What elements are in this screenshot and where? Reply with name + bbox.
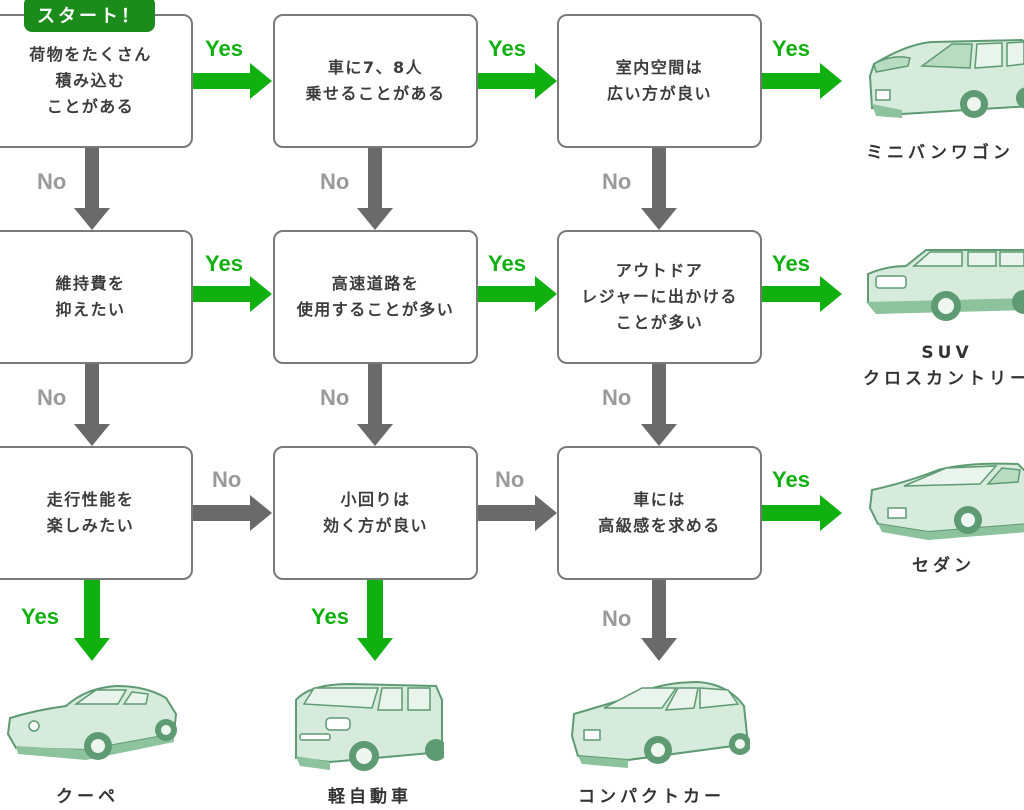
arrow-q9-no-compact [641,580,677,661]
question-box-q6: アウトドア レジャーに出かける ことが多い [557,230,762,364]
kei-car-icon [295,682,444,771]
question-text-line: ことがある [46,97,135,116]
arrow-q5-yes-q6 [478,276,557,312]
arrow-q6-yes-suv [762,276,842,312]
arrow-q3-no-q6 [641,148,677,230]
arrow-q6-no-q9 [641,364,677,446]
arrow-q1-yes-q2 [193,63,272,99]
arrow-q2-no-q5 [357,148,393,230]
result-text: SUV [921,343,973,363]
question-text-line: 高速道路を [331,274,420,293]
label-q3-yes: Yes [772,36,810,61]
arrow-q7-no-q8 [193,495,272,531]
question-text-line: 小回りは [340,490,411,509]
question-text-line: 乗せることがある [305,84,446,103]
label-q8-no: No [495,467,525,492]
question-text-line: アウトドア [615,261,704,280]
question-text-line: 抑えたい [55,300,126,319]
start-badge: スタート！ [24,0,155,32]
question-text-line: 使用することが多い [296,300,455,319]
question-text-line: 高級感を求める [598,516,721,535]
question-box-q5: 高速道路を 使用することが多い [273,230,478,364]
result-label-compact: コンパクトカー [578,784,725,810]
arrow-q7-yes-coupe [74,580,110,661]
result-label-coupe: クーペ [56,784,119,810]
question-text-line: 維持費を [55,274,126,293]
question-text-line: 効く方が良い [322,516,428,535]
label-q7-no: No [212,467,242,492]
label-q9-no: No [602,606,632,631]
arrow-q5-no-q8 [357,364,393,446]
question-text-line: 車に7、8人 [327,58,424,77]
result-text: 軽自動車 [328,787,412,807]
result-text: セダン [912,556,975,576]
question-text-line: 楽しみたい [46,516,135,535]
label-q3-no: No [602,169,632,194]
label-q2-no: No [320,169,350,194]
arrow-q1-no-q4 [74,148,110,230]
question-text-line: 広い方が良い [606,84,712,103]
result-label-minivan: ミニバンワゴン [866,140,1014,166]
sedan-icon [868,462,1024,540]
result-label-sedan: セダン [912,553,975,579]
question-text-line: 室内空間は [615,58,704,77]
label-q5-no: No [320,385,350,410]
question-box-q9: 車には 高級感を求める [557,446,762,580]
arrow-q8-yes-kei [357,580,393,661]
label-q5-yes: Yes [488,251,526,276]
label-q1-yes: Yes [205,36,243,61]
minivan-icon [868,38,1024,118]
label-q2-yes: Yes [488,36,526,61]
result-text: ミニバンワゴン [866,143,1014,163]
arrow-q4-yes-q5 [193,276,272,312]
result-label-suv: SUV クロスカントリー [852,340,1024,392]
question-text-line: 車には [633,490,686,509]
label-q6-no: No [602,385,632,410]
result-label-kei: 軽自動車 [328,784,412,810]
label-q9-yes: Yes [772,467,810,492]
question-box-q7: 走行性能を 楽しみたい [0,446,193,580]
label-q7-yes: Yes [21,604,59,629]
label-q4-no: No [37,385,67,410]
coupe-icon [6,684,178,760]
result-text: コンパクトカー [578,787,725,807]
label-q1-no: No [37,169,67,194]
question-box-q1: 荷物をたくさん 積み込む ことがある [0,14,193,148]
result-text: クーペ [56,787,119,807]
arrow-q2-yes-q3 [478,63,557,99]
suv-icon [866,249,1024,321]
compact-car-icon [570,680,750,768]
arrow-q4-no-q7 [74,364,110,446]
question-text-line: 積み込む [55,71,126,90]
label-q4-yes: Yes [205,251,243,276]
question-box-q3: 室内空間は 広い方が良い [557,14,762,148]
arrow-q3-yes-minivan [762,63,842,99]
question-text-line: ことが多い [615,313,704,332]
question-box-q8: 小回りは 効く方が良い [273,446,478,580]
label-q6-yes: Yes [772,251,810,276]
question-text-line: 荷物をたくさん [29,45,152,64]
question-box-q4: 維持費を 抑えたい [0,230,193,364]
label-q8-yes: Yes [311,604,349,629]
question-text-line: 走行性能を [46,490,135,509]
arrow-q9-yes-sedan [762,495,842,531]
question-text-line: レジャーに出かける [581,287,738,306]
result-text: クロスカントリー [863,369,1024,389]
question-box-q2: 車に7、8人 乗せることがある [273,14,478,148]
arrow-q8-no-q9 [478,495,557,531]
